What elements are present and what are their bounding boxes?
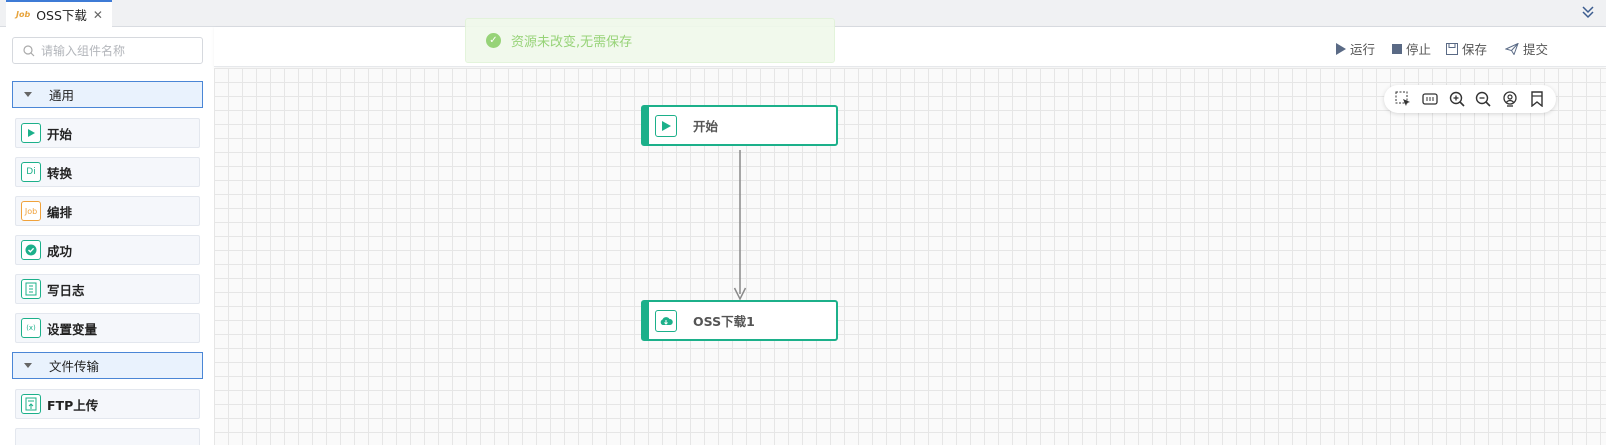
node-start[interactable]: 开始 — [641, 105, 838, 146]
canvas-toolbar — [1384, 85, 1556, 113]
caret-down-icon — [24, 92, 32, 97]
send-icon — [1505, 42, 1519, 55]
component-label: 开始 — [47, 126, 73, 142]
fit-view-icon[interactable] — [1421, 90, 1439, 108]
component-success[interactable]: 成功 — [15, 235, 200, 265]
success-icon — [21, 240, 41, 260]
select-area-icon[interactable] — [1394, 90, 1412, 108]
group-label: 通用 — [49, 88, 75, 103]
save-label: 保存 — [1462, 42, 1488, 57]
play-icon — [1336, 42, 1346, 55]
group-general[interactable]: 通用 — [12, 81, 203, 108]
toast-message: ✓ 资源未改变,无需保存 — [465, 18, 835, 63]
close-icon[interactable]: ✕ — [92, 7, 103, 22]
save-button[interactable]: 保存 — [1446, 39, 1487, 58]
search-input[interactable] — [41, 43, 191, 58]
zoom-in-icon[interactable] — [1448, 90, 1466, 108]
caret-down-icon — [24, 363, 32, 368]
component-label: 成功 — [47, 243, 73, 259]
save-icon — [1446, 42, 1458, 55]
node-oss-download[interactable]: OSS下载1 — [641, 300, 838, 341]
component-transform[interactable]: Di 转换 — [15, 157, 200, 187]
submit-button[interactable]: 提交 — [1505, 39, 1548, 58]
stop-icon — [1392, 43, 1402, 54]
flow-edge[interactable] — [730, 148, 750, 302]
component-write-log[interactable]: 写日志 — [15, 274, 200, 304]
component-set-variable[interactable]: (x) 设置变量 — [15, 313, 200, 343]
group-file-transfer[interactable]: 文件传输 — [12, 352, 203, 379]
tab-oss-download[interactable]: Job OSS下载 ✕ — [6, 0, 112, 27]
stop-button[interactable]: 停止 — [1392, 39, 1431, 58]
play-icon — [21, 123, 41, 143]
check-circle-icon: ✓ — [486, 33, 501, 48]
job-icon: Job — [21, 201, 41, 221]
editor-toolbar: 运行 停止 保存 提交 — [214, 27, 1606, 67]
node-label: 开始 — [693, 119, 719, 134]
variable-icon: (x) — [21, 318, 41, 338]
component-label: 转换 — [47, 165, 73, 181]
run-button[interactable]: 运行 — [1335, 39, 1375, 58]
component-ftp-upload[interactable]: FTP上传 — [15, 389, 200, 419]
locate-icon[interactable] — [1501, 90, 1519, 108]
tab-title: OSS下载 — [36, 8, 87, 23]
cloud-icon — [655, 309, 677, 332]
play-icon — [655, 114, 677, 137]
double-chevron-down-icon[interactable] — [1580, 4, 1596, 20]
component-panel: 通用 开始 Di 转换 Job 编排 成功 写日志 (x) 设置变量 文件传输 — [0, 27, 214, 445]
flow-canvas[interactable] — [214, 68, 1606, 445]
group-label: 文件传输 — [49, 359, 100, 374]
bookmark-icon[interactable] — [1528, 90, 1546, 108]
node-label: OSS下载1 — [693, 314, 755, 329]
stop-label: 停止 — [1406, 42, 1432, 57]
component-label: 设置变量 — [47, 321, 98, 337]
component-label: 编排 — [47, 204, 73, 220]
component-partial[interactable] — [15, 428, 200, 445]
component-label: 写日志 — [47, 282, 85, 298]
submit-label: 提交 — [1523, 42, 1549, 57]
component-label: FTP上传 — [47, 397, 99, 413]
toast-text: 资源未改变,无需保存 — [511, 35, 633, 50]
zoom-out-icon[interactable] — [1474, 90, 1492, 108]
transform-icon: Di — [21, 162, 41, 182]
search-icon — [23, 44, 35, 56]
log-icon — [21, 279, 41, 299]
component-search[interactable] — [12, 37, 203, 64]
ftp-upload-icon — [21, 394, 41, 414]
component-start[interactable]: 开始 — [15, 118, 200, 148]
component-orchestrate[interactable]: Job 编排 — [15, 196, 200, 226]
job-icon: Job — [16, 10, 31, 19]
run-label: 运行 — [1350, 42, 1376, 57]
